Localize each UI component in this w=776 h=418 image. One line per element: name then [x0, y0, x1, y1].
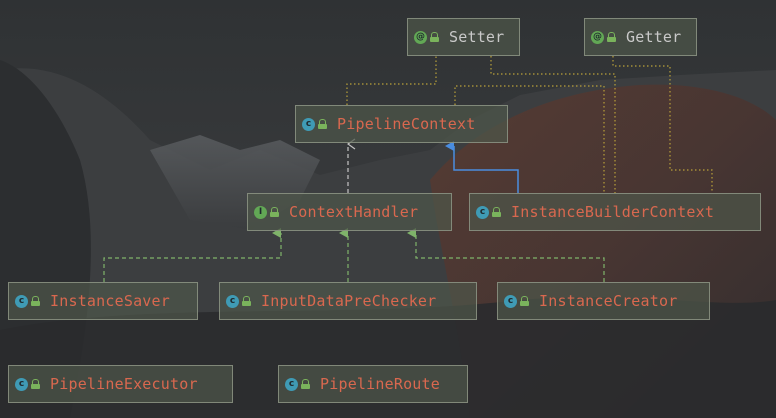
node-label: Setter — [449, 28, 505, 46]
class-icon: c — [476, 205, 489, 219]
lock-icon — [31, 296, 40, 306]
interface-icon: I — [254, 205, 267, 219]
lock-icon — [430, 32, 439, 42]
node-pipeline-route[interactable]: c PipelineRoute — [278, 365, 468, 403]
node-label: InstanceCreator — [539, 292, 678, 310]
node-label: InstanceSaver — [50, 292, 170, 310]
lock-icon — [31, 379, 40, 389]
node-instance-creator[interactable]: c InstanceCreator — [497, 282, 710, 320]
node-context-handler[interactable]: I ContextHandler — [247, 193, 452, 231]
node-label: ContextHandler — [289, 203, 419, 221]
node-input-data-pre-checker[interactable]: c InputDataPreChecker — [219, 282, 477, 320]
edge-instancebuildercontext-setter — [454, 85, 605, 193]
annotation-icon: @ — [591, 30, 604, 44]
edge-instancebuildercontext-getter — [612, 56, 713, 193]
edge-instancecreator-contexthandler — [407, 228, 605, 282]
node-instance-saver[interactable]: c InstanceSaver — [8, 282, 198, 320]
node-label: PipelineExecutor — [50, 375, 198, 393]
annotation-icon: @ — [414, 30, 427, 44]
edge-instancesaver-contexthandler — [103, 228, 282, 282]
node-instance-builder-context[interactable]: c InstanceBuilderContext — [469, 193, 761, 231]
lock-icon — [270, 207, 279, 217]
node-setter[interactable]: @ Setter — [407, 18, 520, 56]
class-icon: c — [15, 377, 28, 391]
edge-instancebuildercontext-setter-2 — [490, 56, 616, 193]
lock-icon — [242, 296, 251, 306]
node-getter[interactable]: @ Getter — [584, 18, 697, 56]
lock-icon — [301, 379, 310, 389]
class-icon: c — [226, 294, 239, 308]
lock-icon — [492, 207, 501, 217]
node-label: PipelineContext — [337, 115, 476, 133]
node-pipeline-context[interactable]: c PipelineContext — [295, 105, 508, 143]
node-label: PipelineRoute — [320, 375, 440, 393]
class-icon: c — [15, 294, 28, 308]
node-label: Getter — [626, 28, 682, 46]
node-label: InstanceBuilderContext — [511, 203, 715, 221]
edge-pipelinecontext-setter — [346, 56, 437, 105]
class-icon: c — [285, 377, 298, 391]
annotation-edges — [346, 56, 713, 193]
edge-instancebuildercontext-pipelinecontext — [445, 141, 519, 193]
class-icon: c — [504, 294, 517, 308]
realization-edges — [103, 228, 605, 282]
lock-icon — [318, 119, 327, 129]
lock-icon — [607, 32, 616, 42]
node-label: InputDataPreChecker — [261, 292, 437, 310]
class-icon: c — [302, 117, 315, 131]
lock-icon — [520, 296, 529, 306]
node-pipeline-executor[interactable]: c PipelineExecutor — [8, 365, 233, 403]
